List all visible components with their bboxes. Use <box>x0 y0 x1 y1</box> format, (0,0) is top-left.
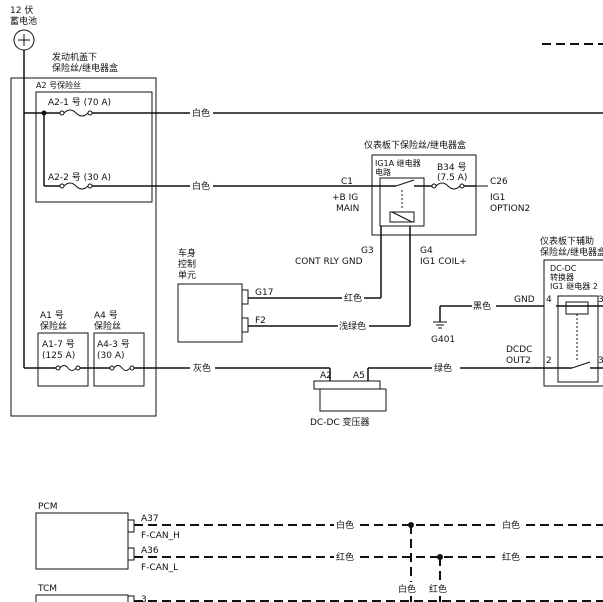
fuse-a2-2-icon <box>59 182 93 190</box>
fuse-a1-7-label: A1-7 号 <box>42 339 75 350</box>
aux-box-title: 仪表板下辅助 <box>540 235 594 247</box>
pin-gnd: GND <box>514 295 535 305</box>
pin-dcdc: DCDC <box>506 345 532 355</box>
fuse-a4-3-rating: (30 A) <box>97 351 125 361</box>
can-wire-red-b: 红色 <box>502 551 520 563</box>
battery-label-sub: 蓄电池 <box>10 15 37 27</box>
pin-f2: F2 <box>255 316 266 326</box>
body-unit-name-3: 单元 <box>178 269 196 281</box>
dash-box-title: 仪表板下保险丝/继电器盒 <box>364 139 466 151</box>
pcm-name: PCM <box>38 502 57 512</box>
pin-ig1-coil: IG1 COIL+ <box>420 257 467 267</box>
fuse-a2-1-icon <box>59 109 93 117</box>
can-wire-white-a: 白色 <box>336 519 354 531</box>
engine-box-title: 发动机盖下 <box>52 51 97 63</box>
ig1a-relay-label-sub: 电路 <box>375 167 391 177</box>
fuse-b34-icon <box>431 182 465 190</box>
pin-ig1-option2-sub: OPTION2 <box>490 204 530 214</box>
wire-label-white-1: 白色 <box>192 107 210 119</box>
ig1a-relay-icon <box>372 177 432 227</box>
body-unit-name: 车身 <box>178 247 196 259</box>
pin-edge-3a: 3 <box>598 295 603 305</box>
fuse-a1-7-rating: (125 A) <box>42 351 75 361</box>
pin-g3: G3 <box>361 246 374 256</box>
chassis-outline <box>10 78 156 417</box>
pin-3: 3 <box>141 595 147 602</box>
pin-edge-3b: 3 <box>598 356 603 366</box>
wire-label-red: 红色 <box>344 292 362 304</box>
pin-a2: A2 <box>320 371 332 381</box>
body-unit-name-2: 控制 <box>178 258 196 270</box>
fuse-b34-label: B34 号 <box>437 162 467 173</box>
a2-fuse-block <box>35 91 153 203</box>
wire-label-black: 黑色 <box>473 300 491 312</box>
pin-ig1-option2: IG1 <box>490 193 505 203</box>
pin-cont-rly-gnd: CONT RLY GND <box>295 257 363 267</box>
body-control-unit <box>177 283 243 343</box>
dcdc-relay-icon <box>556 295 603 383</box>
fuse-a1-name: A1 号 <box>40 310 64 321</box>
can-wire-red-a: 红色 <box>336 551 354 563</box>
fuse-b34-rating: (7.5 A) <box>437 173 467 183</box>
engine-box-title-sub: 保险丝/继电器盒 <box>52 62 118 74</box>
wire-label-white-2: 白色 <box>192 180 210 192</box>
pin-a5: A5 <box>353 371 365 381</box>
can-wire-white-b: 白色 <box>502 519 520 531</box>
pin-a37: A37 <box>141 514 159 524</box>
dcdc-relay-label-2: 转换器 <box>550 272 574 282</box>
battery-icon <box>13 29 35 51</box>
pin-b-ig-main: +B IG <box>332 193 358 203</box>
fuse-a4-name-sub: 保险丝 <box>94 320 121 332</box>
pin-c26: C26 <box>490 177 508 187</box>
dcdc-converter <box>319 388 387 412</box>
wire-label-green: 绿色 <box>434 362 452 374</box>
pin-a36: A36 <box>141 546 159 556</box>
pcm-module <box>35 512 129 570</box>
tcm-name: TCM <box>37 584 57 594</box>
pin-g4: G4 <box>420 246 433 256</box>
wire-label-gray: 灰色 <box>193 362 211 374</box>
dcdc-converter-name: DC-DC 变压器 <box>310 416 370 428</box>
pin-c1: C1 <box>341 177 353 187</box>
pin-b-ig-main-sub: MAIN <box>336 204 359 214</box>
fuse-a1-name-sub: 保险丝 <box>40 320 67 332</box>
fuse-a4-name: A4 号 <box>94 310 118 321</box>
ground-icon <box>433 321 447 329</box>
wire-label-light-green: 浅绿色 <box>339 320 366 332</box>
pin-g17: G17 <box>255 288 273 298</box>
battery-label: 12 伏 <box>10 4 33 16</box>
pin-2: 2 <box>546 356 552 366</box>
aux-fuse-box <box>543 259 603 387</box>
ig1a-relay-label: IG1A 继电器 <box>375 158 421 168</box>
can-wire-red-c: 红色 <box>429 583 447 595</box>
fuse-a4-3-icon <box>109 365 135 371</box>
ground-g401-label: G401 <box>431 335 455 345</box>
pin-f-can-h: F-CAN_H <box>141 531 180 541</box>
dcdc-relay-label-3: IG1 继电器 2 <box>550 281 598 291</box>
a2-block-label: A2 号保险丝 <box>36 80 81 90</box>
pin-4: 4 <box>546 295 552 305</box>
fuse-a2-1-label: A2-1 号 (70 A) <box>48 97 111 108</box>
fuse-a4-3-label: A4-3 号 <box>97 339 130 350</box>
can-wire-white-c: 白色 <box>398 583 416 595</box>
fuse-a1-7-icon <box>55 365 81 371</box>
engine-fuse-box <box>10 77 157 417</box>
pin-f-can-l: F-CAN_L <box>141 563 178 573</box>
dcdc-relay-label: DC-DC <box>550 264 577 273</box>
fuse-a4-3-box <box>93 332 145 387</box>
tcm-module <box>35 594 129 602</box>
aux-box-title-sub: 保险丝/继电器盒 <box>540 246 603 258</box>
fuse-a1-7-box <box>37 332 89 387</box>
fuse-a2-2-label: A2-2 号 (30 A) <box>48 172 111 183</box>
dash-fuse-box <box>371 154 477 236</box>
pin-dcdc-out2: OUT2 <box>506 356 531 366</box>
